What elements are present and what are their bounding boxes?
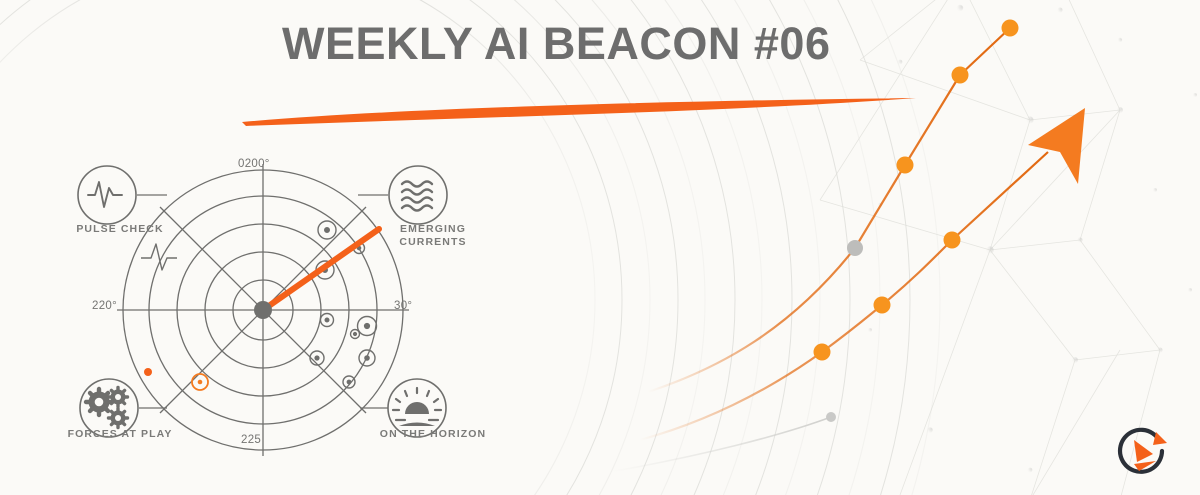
radar-axis-label-bottom: 225	[241, 434, 262, 446]
logo-play-shape	[1134, 440, 1153, 462]
logo-arrowhead	[1153, 432, 1167, 445]
emerging-currents-node[interactable]	[388, 165, 448, 225]
sidebar-item-label-emerging-currents: EMERGING CURRENTS	[399, 223, 467, 248]
radar-graphic	[77, 164, 448, 456]
beacon-logo[interactable]	[1112, 424, 1174, 486]
title-underline-brushstroke	[242, 98, 916, 126]
page-title: WEEKLY AI BEACON #06	[282, 18, 831, 69]
waves-icon	[400, 180, 434, 212]
logo-ring	[1117, 427, 1165, 474]
radar-sweep	[254, 226, 382, 319]
logo-accent-shape	[1134, 461, 1156, 471]
pulse-check-icon-frame	[77, 165, 137, 225]
sidebar-item-label-pulse-check: PULSE CHECK	[76, 223, 164, 235]
on-the-horizon-node[interactable]	[387, 378, 447, 438]
radar-blip-highlight	[191, 373, 209, 391]
title-block: WEEKLY AI BEACON #06	[240, 20, 940, 130]
radar-panel: 0200° 30° 225 220° PULSE CHECK EMERGING …	[55, 150, 485, 470]
play-circle-arrow-logo	[1117, 427, 1167, 474]
radar-connectors	[137, 194, 388, 409]
radar-ecg-echo	[141, 243, 177, 271]
emerging-currents-icon-frame	[388, 165, 448, 225]
radar-axis-label-top: 0200°	[238, 158, 270, 170]
forces-at-play-node[interactable]	[79, 378, 139, 438]
sidebar-item-label-forces-at-play: FORCES AT PLAY	[67, 428, 173, 440]
radar-blips	[144, 220, 378, 391]
sunrise-icon	[391, 386, 443, 426]
radar-axis-label-left: 220°	[92, 300, 117, 312]
sidebar-item-label-on-the-horizon: ON THE HORIZON	[379, 428, 487, 440]
heartbeat-icon	[87, 181, 123, 208]
on-the-horizon-icon-frame	[387, 378, 447, 438]
radar-blip-solid	[144, 368, 152, 376]
pulse-check-node[interactable]	[77, 165, 137, 225]
gears-icon	[83, 385, 130, 430]
forces-at-play-icon-frame	[79, 378, 139, 438]
radar-axis-label-right: 30°	[394, 300, 413, 312]
